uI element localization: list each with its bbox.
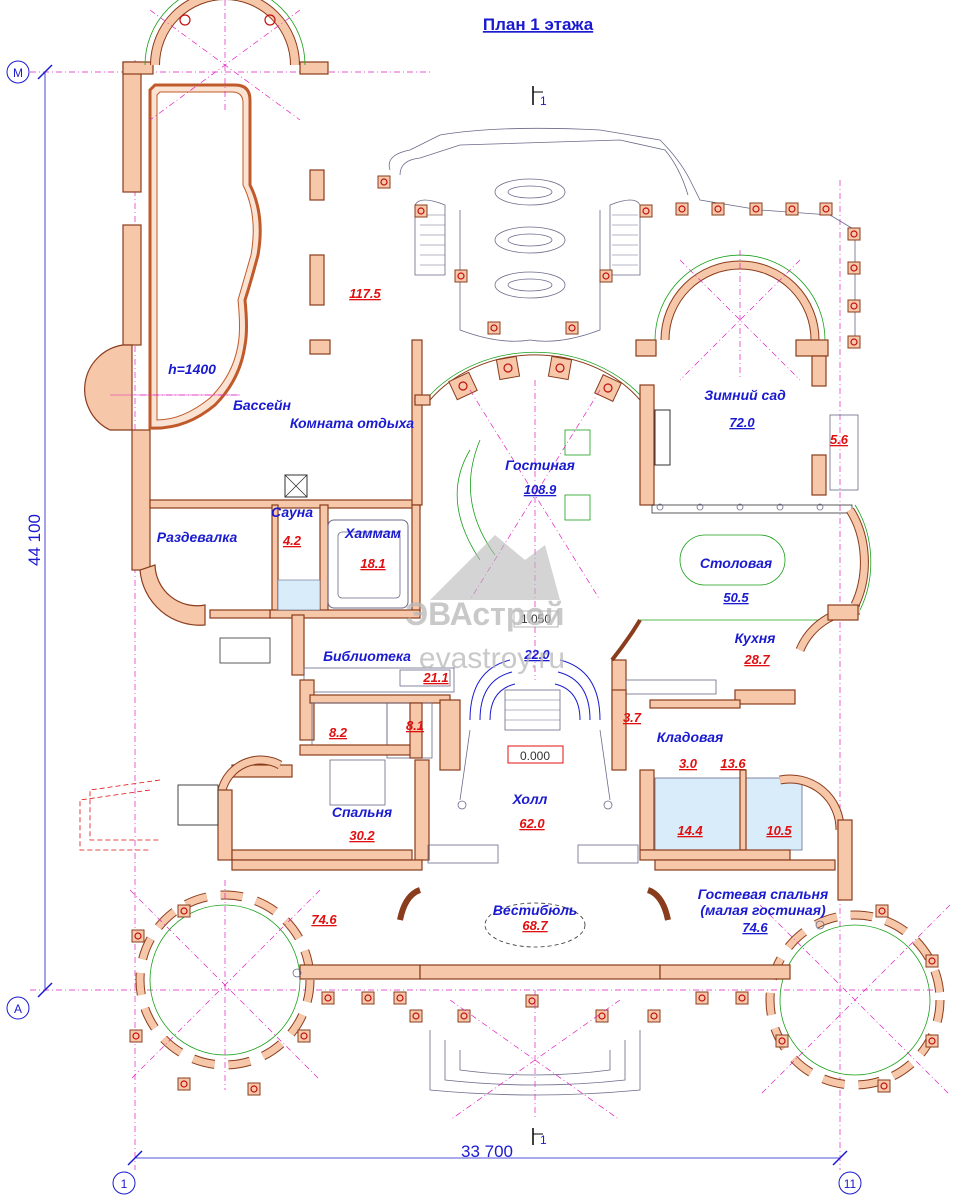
axis-bubble-top: М [6,60,30,84]
vestibule-label: Вестибюль [493,902,577,918]
library [291,614,455,741]
svg-text:1: 1 [121,1177,128,1191]
stair-area: 22.0 [523,647,550,662]
winter-garden-label: Зимний сад [704,387,786,403]
kitchen-area: 28.7 [743,652,770,667]
section-mark-top: 1 [532,86,547,108]
svg-text:11: 11 [844,1177,857,1191]
west-rotunda-area: 74.6 [311,912,337,927]
wc-1-area: 8.2 [329,725,348,740]
bedroom-label: Спальня [332,804,392,820]
guest-bedroom-label-2: (малая гостиная) [700,902,826,918]
bath-1-area: 14.4 [677,823,703,838]
dining-label: Столовая [700,555,772,571]
wc-2-area: 8.1 [406,718,424,733]
winter-garden-area: 72.0 [729,415,755,430]
dining-area: 50.5 [723,590,749,605]
watermark: ЭВАстрой evastroy.ru [405,535,565,675]
bedroom [177,755,430,861]
sauna-area: 4.2 [282,533,302,548]
svg-text:1: 1 [540,1133,547,1147]
axis-bubble-bottom: А [6,996,30,1020]
svg-text:М: М [13,66,23,80]
bath-2-area: 10.5 [766,823,792,838]
pantry-label: Кладовая [657,729,724,745]
west-rotunda [129,859,423,1096]
spa-block-walls [149,339,423,619]
vestibule-area: 68.7 [522,918,548,933]
living-room-walls [414,339,657,680]
pantry-area-1: 3.0 [679,756,698,771]
closet-1-area: 3.7 [623,710,642,725]
svg-text:А: А [14,1002,22,1016]
hall-label: Холл [512,791,548,807]
living-room-label: Гостиная [505,457,575,473]
pool-rotunda [144,0,306,121]
dining-room [640,503,872,621]
axis-bubble-left: 1 [112,1171,136,1195]
guest-bedroom-label-1: Гостевая спальня [698,886,829,902]
svg-text:ЭВАстрой: ЭВАстрой [405,596,564,632]
living-room-area: 108.9 [524,482,557,497]
svg-text:evastroy.ru: evastroy.ru [419,642,565,675]
kitchen-label: Кухня [735,630,776,646]
central-stairs [469,610,601,764]
vestibule [397,887,671,1121]
hall-area: 62.0 [519,816,545,831]
axis-bubble-right: 11 [838,1171,862,1195]
guest-bedroom-area: 74.6 [742,920,768,935]
hall [427,729,639,864]
pool-label: Бассейн [233,397,292,413]
east-rotunda [654,819,951,1096]
hammam-label: Хаммам [344,525,402,541]
library-area: 21.1 [422,670,448,685]
landing-level: 1.050 [521,612,551,626]
height-dimension: 44 100 [25,514,44,566]
small-room-area: 5.6 [830,432,849,447]
library-label: Библиотека [323,648,411,664]
kitchen [610,604,861,721]
section-mark-bottom: 1 [532,1128,547,1147]
rest-room-label: Комната отдыха [290,415,414,431]
pool-depth: h=1400 [168,361,216,377]
pool-wing-walls [84,61,331,626]
floor-level: 0.000 [520,749,550,763]
bath-rooms [639,769,845,861]
terrace [377,127,861,349]
winter-garden [654,250,859,496]
west-entry-steps [79,637,271,851]
pool [110,83,262,430]
hammam-area: 18.1 [360,556,385,571]
dressing-label: Раздевалка [157,529,238,545]
sauna-label: Сауна [271,504,313,520]
axis-lines [30,60,940,1170]
pantry-area-2: 13.6 [720,756,746,771]
wc-rooms [299,689,741,771]
svg-text:1: 1 [540,94,547,108]
bedroom-area: 30.2 [349,828,375,843]
width-dimension: 33 700 [461,1142,513,1161]
plan-title: План 1 этажа [483,15,594,34]
terrace-area: 117.5 [349,286,381,301]
